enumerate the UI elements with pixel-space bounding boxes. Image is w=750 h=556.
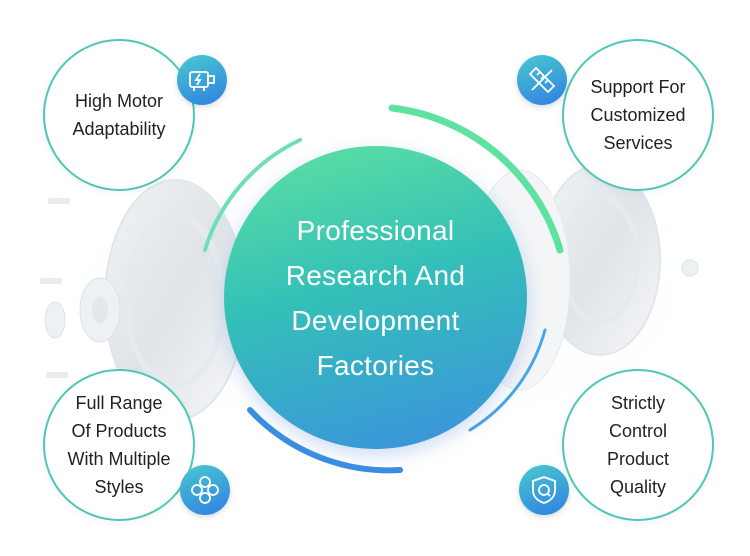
feature-line: Full Range <box>75 393 163 413</box>
center-line: Professional <box>296 214 455 246</box>
feature-full-range-products: Full Range Of Products With Multiple Sty… <box>43 369 195 521</box>
center-title: Professional Research And Development Fa… <box>256 208 496 388</box>
feature-text: Full Range Of Products With Multiple Sty… <box>54 389 184 501</box>
center-line: Development <box>291 304 460 336</box>
motor-icon <box>177 55 227 105</box>
feature-text: Support For Customized Services <box>573 73 703 157</box>
feature-line: Control <box>608 421 668 441</box>
feature-line: Support For <box>590 77 686 97</box>
feature-line: High Motor <box>74 91 164 111</box>
feature-quality-control: Strictly Control Product Quality <box>562 369 714 521</box>
feature-text: Strictly Control Product Quality <box>573 389 703 501</box>
feature-line: With Multiple <box>67 449 171 469</box>
center-line: Factories <box>316 349 435 381</box>
variety-icon <box>180 465 230 515</box>
feature-customized-services: Support For Customized Services <box>562 39 714 191</box>
feature-line: Adaptability <box>72 119 166 139</box>
feature-motor-adaptability: High Motor Adaptability <box>43 39 195 191</box>
feature-line: Quality <box>609 477 667 497</box>
feature-line: Services <box>603 133 673 153</box>
feature-line: Product <box>606 449 670 469</box>
feature-text: High Motor Adaptability <box>54 87 184 143</box>
feature-line: Of Products <box>71 421 167 441</box>
feature-line: Strictly <box>611 393 665 413</box>
tools-icon <box>517 55 567 105</box>
center-circle: Professional Research And Development Fa… <box>224 146 527 449</box>
feature-line: Styles <box>94 477 144 497</box>
quality-shield-icon <box>519 465 569 515</box>
center-line: Research And <box>285 259 466 291</box>
feature-line: Customized <box>590 105 686 125</box>
